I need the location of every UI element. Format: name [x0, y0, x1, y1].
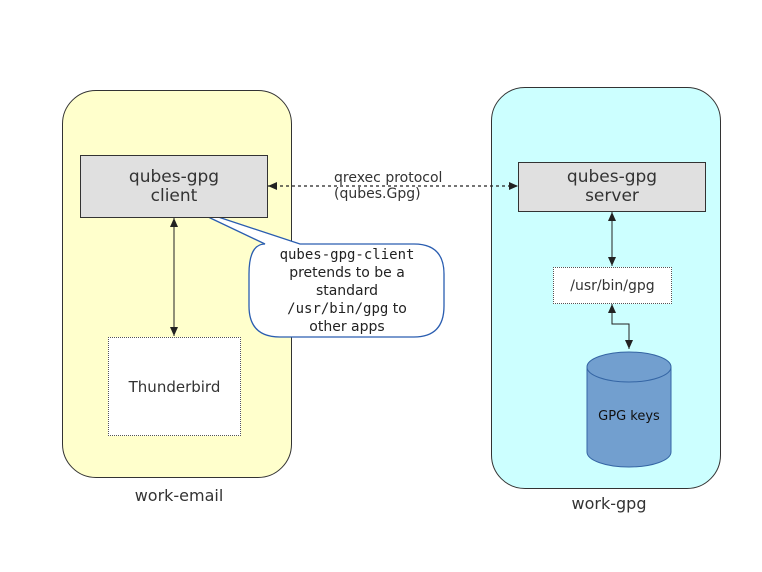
work-gpg-label: work-gpg: [571, 494, 647, 513]
callout-line5: other apps: [309, 319, 385, 335]
thunderbird-label: Thunderbird: [128, 377, 221, 396]
client-line1: qubes-gpg: [128, 166, 220, 187]
callout-text: qubes-gpg-client pretends to be a standa…: [252, 246, 442, 336]
qubes-gpg-server-box: qubes-gpg server: [518, 162, 706, 212]
callout-line3: standard: [315, 283, 379, 299]
callout-bubble: [184, 205, 445, 338]
qubes-gpg-client-box: qubes-gpg client: [80, 155, 268, 218]
callout-line4-code: /usr/bin/gpg: [287, 301, 389, 317]
server-line2: server: [585, 186, 639, 206]
gpg-keys-cylinder: [586, 351, 672, 468]
callout-line2: pretends to be a: [289, 265, 405, 281]
gpg-keys-arrow: [608, 304, 633, 349]
protocol-line1: qrexec protocol: [334, 170, 443, 186]
callout-line1: qubes-gpg-client: [279, 247, 415, 263]
thunderbird-box: Thunderbird: [108, 337, 241, 436]
gpg-keys-label: GPG keys: [598, 409, 660, 424]
server-line1: qubes-gpg: [566, 167, 658, 187]
usr-bin-gpg-label: /usr/bin/gpg: [570, 277, 655, 294]
usr-bin-gpg-box: /usr/bin/gpg: [553, 267, 672, 304]
work-email-label: work-email: [134, 486, 224, 505]
callout-line4-rest: to: [388, 301, 407, 317]
protocol-line2: (qubes.Gpg): [334, 186, 421, 202]
protocol-label: qrexec protocol (qubes.Gpg): [334, 170, 442, 202]
callout-line4: /usr/bin/gpg to: [252, 300, 442, 318]
client-line2: client: [150, 185, 198, 206]
